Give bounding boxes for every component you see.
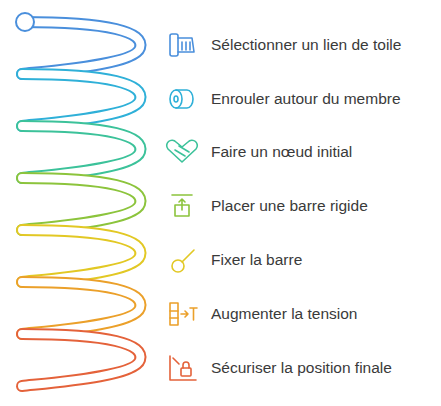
step-label: Faire un nœud initial [211,142,352,162]
fabric-icon [170,34,194,56]
roll-icon [170,90,193,108]
lock-icon [170,356,196,380]
coil-end [16,13,34,31]
coil-turn [22,74,140,126]
step-label: Augmenter la tension [211,304,357,324]
fix-icon [172,250,194,272]
knot-icon [167,140,198,162]
coil-turn [22,230,140,282]
coil-turn [22,282,140,334]
coil-turn [22,178,140,230]
step-icons [167,34,198,380]
coil-turn [22,334,140,386]
coil-turn-inner [22,22,140,74]
step-label: Enrouler autour du membre [211,89,401,109]
coil-turn [22,126,140,178]
coil [16,13,140,386]
coil-turn-inner [22,74,140,126]
coil-turn [22,22,140,74]
coil-turn-inner [22,282,140,334]
coil-turn-inner [22,178,140,230]
step-label: Sélectionner un lien de toile [211,35,401,55]
coil-turn-inner [22,230,140,282]
bar-icon [172,195,192,216]
coil-turn-inner [22,334,140,386]
step-label: Placer une barre rigide [211,196,368,216]
tension-icon [170,303,197,325]
step-label: Fixer la barre [211,250,302,270]
step-label: Sécuriser la position finale [211,358,392,378]
coil-turn-inner [22,126,140,178]
